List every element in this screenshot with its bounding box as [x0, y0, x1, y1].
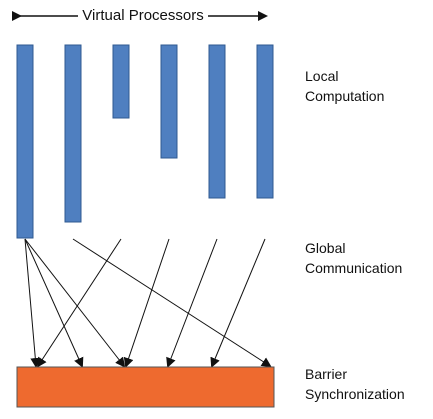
processor-bar-1 — [16, 44, 34, 239]
global-communication-line-2: Communication — [305, 260, 403, 276]
local-computation-label: Local Computation — [305, 66, 384, 106]
communication-arrow — [24, 238, 126, 368]
local-computation-line-2: Computation — [305, 88, 385, 104]
communication-arrow — [72, 238, 272, 368]
virtual-processors-label: Virtual Processors — [0, 6, 286, 26]
communication-arrows — [24, 238, 272, 368]
communication-arrow — [24, 238, 41, 368]
global-communication-label: Global Communication — [305, 238, 402, 278]
virtual-processors-text: Virtual Processors — [78, 7, 208, 24]
processor-bar-5 — [208, 44, 226, 199]
communication-arrow — [36, 238, 122, 368]
local-computation-line-1: Local — [305, 68, 339, 84]
communication-arrow — [210, 238, 266, 368]
processor-bar-6 — [256, 44, 274, 199]
global-communication-line-1: Global — [305, 240, 346, 256]
barrier-synchronization-line-2: Synchronization — [305, 386, 405, 402]
barrier-bar — [16, 366, 275, 408]
communication-arrow — [166, 238, 218, 368]
processor-bars — [16, 44, 274, 239]
communication-arrow — [123, 238, 170, 368]
processor-bar-4 — [160, 44, 178, 159]
processor-bar-3 — [112, 44, 130, 119]
barrier-synchronization-line-1: Barrier — [305, 366, 348, 382]
processor-bar-2 — [64, 44, 82, 223]
barrier-synchronization-label: Barrier Synchronization — [305, 364, 405, 404]
communication-arrow — [24, 238, 84, 368]
